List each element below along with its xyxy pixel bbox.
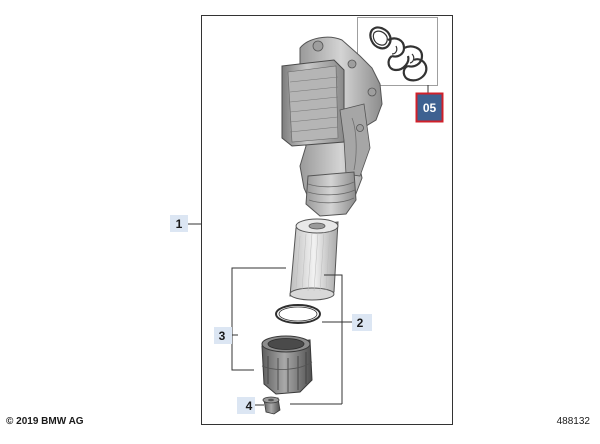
callout-2-label: 2: [357, 316, 364, 330]
callout-4[interactable]: 4: [237, 397, 255, 414]
callout-1-label: 1: [176, 217, 183, 231]
copyright-text: © 2019 BMW AG: [6, 416, 84, 427]
filter-cap-icon: [261, 335, 313, 395]
gasket-set-icon: [369, 26, 428, 82]
callout-4-label: 4: [246, 399, 253, 413]
callout-3-label: 3: [219, 329, 226, 343]
diagram-frame: [201, 15, 453, 425]
callout-05-label: 05: [423, 101, 437, 115]
callout-2[interactable]: 2: [352, 314, 372, 331]
o-ring-icon: [275, 304, 321, 324]
drain-plug-icon: [262, 396, 281, 415]
callout-1[interactable]: 1: [170, 215, 188, 232]
callout-3[interactable]: 3: [214, 327, 232, 344]
filter-element-icon: [289, 218, 339, 301]
diagram-number: 488132: [557, 416, 591, 427]
oil-filter-housing-icon: [281, 36, 383, 217]
leader-lines: [188, 223, 352, 406]
callout-05-selected[interactable]: 05: [415, 92, 444, 123]
